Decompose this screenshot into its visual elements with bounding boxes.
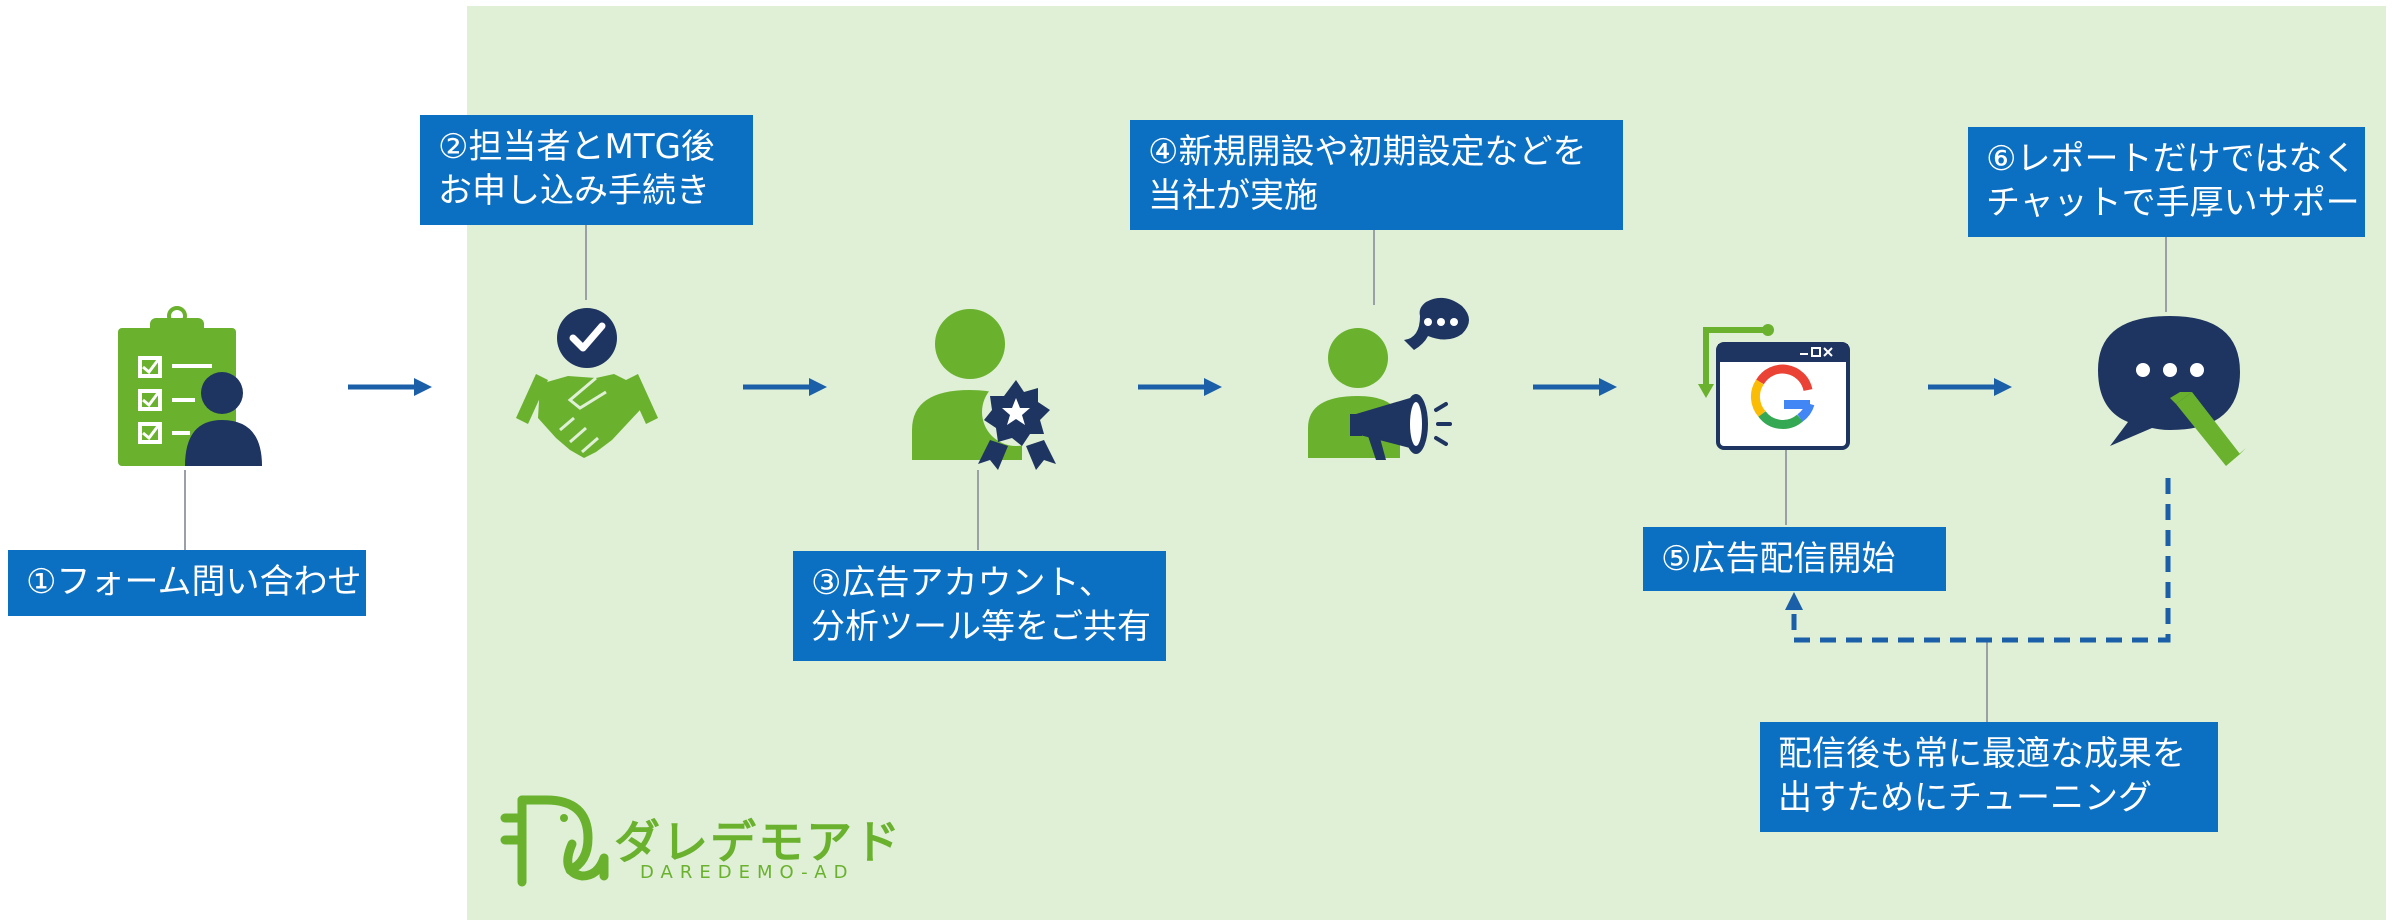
tuning-note-label: 配信後も常に最適な成果を 出すためにチューニング [1760, 722, 2218, 832]
step-2-line-1: ②担当者とMTG後 [438, 127, 715, 167]
logo-subtitle: DAREDEMO-AD [640, 862, 855, 883]
chat-bubble-pen-icon [2098, 316, 2246, 466]
step-1-text: ①フォーム問い合わせ [26, 562, 362, 602]
step-4-line-2: 当社が実施 [1148, 176, 1318, 216]
google-browser-icon [1698, 324, 1850, 450]
flow-arrows [348, 378, 2012, 396]
step-4-label: ④新規開設や初期設定などを 当社が実施 [1130, 120, 1623, 230]
step-5-label: ⑤広告配信開始 [1643, 527, 1946, 591]
handshake-check-icon [516, 308, 658, 458]
step-1-label: ①フォーム問い合わせ [8, 550, 366, 616]
daredemo-logo-mark [500, 795, 609, 887]
step-3-line-2: 分析ツール等をご共有 [811, 607, 1151, 647]
feedback-loop-arrow [1785, 478, 2171, 643]
user-megaphone-icon [1308, 297, 1469, 460]
tuning-note-line-1: 配信後も常に最適な成果を [1778, 734, 2186, 774]
connector-lines [184, 225, 2167, 722]
user-award-icon [912, 309, 1056, 470]
tuning-note-line-2: 出すためにチューニング [1778, 778, 2152, 818]
step-2-line-2: お申し込み手続き [438, 171, 710, 211]
step-6-label: ⑥レポートだけではなく チャットで手厚いサポート [1968, 127, 2365, 237]
step-2-label: ②担当者とMTG後 お申し込み手続き [420, 115, 753, 225]
step-6-line-2: チャットで手厚いサポート [1986, 183, 2365, 223]
clipboard-user-icon [118, 306, 262, 466]
step-3-line-1: ③広告アカウント、 [811, 563, 1113, 603]
step-3-label: ③広告アカウント、 分析ツール等をご共有 [793, 551, 1166, 661]
logo-name: ダレデモアド [614, 815, 902, 869]
step-5-text: ⑤広告配信開始 [1661, 539, 1896, 579]
step-4-line-1: ④新規開設や初期設定などを [1148, 132, 1587, 172]
step-6-line-1: ⑥レポートだけではなく [1986, 139, 2357, 179]
